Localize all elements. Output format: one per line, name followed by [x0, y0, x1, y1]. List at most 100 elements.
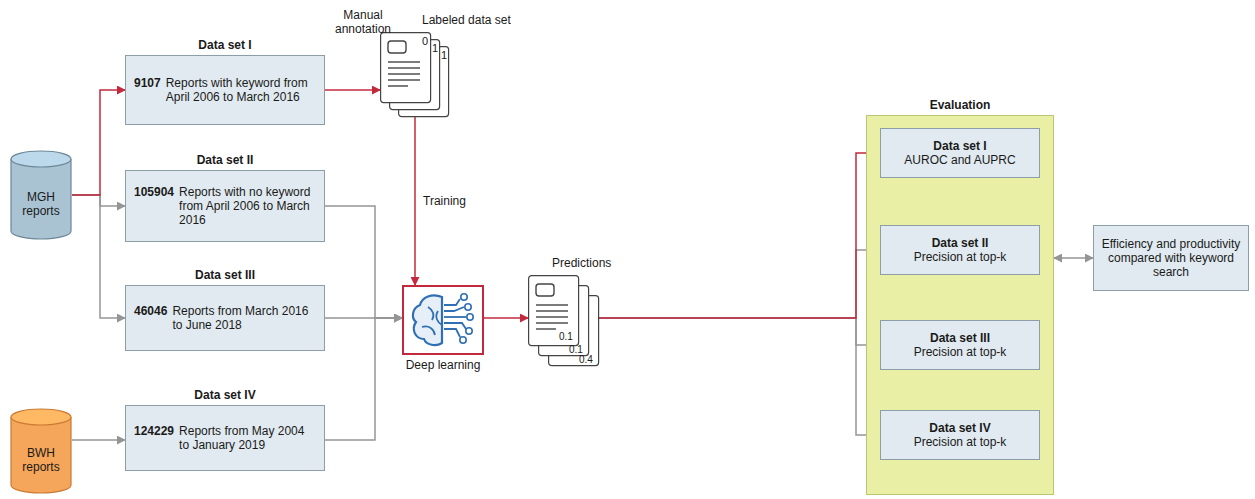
- evaluation-box: Data set IIPrecision at top-k: [880, 225, 1040, 275]
- flow-arrow: [325, 206, 402, 318]
- page-line: [536, 304, 568, 305]
- score-label: 0.1: [559, 331, 573, 343]
- document-page: [381, 33, 431, 103]
- flow-arrow: [598, 153, 880, 318]
- page-line: [536, 310, 568, 311]
- document-page: [529, 276, 579, 346]
- page-figure: [536, 284, 554, 296]
- text-row: 105904Reports with no keyword from April…: [134, 185, 316, 227]
- database-cylinder: BWH reports: [10, 408, 72, 494]
- page-outline: [381, 33, 431, 103]
- cylinder-body: [11, 417, 71, 493]
- brain-fold: [422, 326, 435, 335]
- data-set-box: Data set IV124229Reports from May 2004 t…: [125, 405, 325, 471]
- circuit-node: [466, 328, 472, 334]
- database-cylinder: MGH reports: [10, 150, 72, 240]
- node-text: Reports from March 2016 to June 2018: [172, 304, 316, 332]
- brain-fold: [436, 311, 442, 325]
- flow-arrow: [325, 89, 380, 91]
- page-line: [536, 322, 568, 323]
- node-text: Data set I: [933, 139, 986, 153]
- cylinder-body: [11, 159, 71, 239]
- circuit-node: [467, 314, 473, 320]
- flow-arrow: [325, 318, 402, 440]
- outcome-box: Efficiency and productivity compared wit…: [1093, 225, 1249, 291]
- node-text: Reports from May 2004 to January 2019: [179, 424, 316, 452]
- model-box: Deep learning: [402, 285, 484, 355]
- evaluation-box: Data set IIIPrecision at top-k: [880, 320, 1040, 370]
- data-set-box: Data set II105904Reports with no keyword…: [125, 170, 325, 242]
- circuit-trace: [444, 329, 460, 337]
- node-text: MGH reports: [12, 190, 70, 218]
- score-label: 1: [441, 49, 447, 62]
- count-number: 105904: [134, 185, 174, 199]
- brain-half: [413, 295, 442, 345]
- brain-circuit-icon: [404, 287, 482, 353]
- flow-arrow: [598, 318, 880, 345]
- node-text: Data set III: [930, 331, 990, 345]
- flow-arrow: [414, 116, 416, 285]
- score-label: 0.4: [579, 354, 593, 366]
- circuit-trace: [444, 299, 460, 305]
- node-text: Precision at top-k: [914, 345, 1007, 359]
- step-label: Manual annotation: [328, 8, 398, 36]
- node-text: BWH reports: [12, 446, 70, 474]
- circuit-node: [460, 337, 466, 343]
- page-line: [388, 73, 420, 74]
- evaluation-box: Data set IAUROC and AUPRC: [880, 128, 1040, 178]
- cylinder-top: [11, 151, 71, 167]
- document-icons: [528, 275, 598, 365]
- document-stack: Predictions: [528, 275, 598, 365]
- text-row: 124229 Reports from May 2004 to January 2…: [134, 424, 316, 452]
- heading-text: Data set IV: [194, 388, 255, 402]
- page-line: [388, 61, 420, 62]
- evaluation-box: Data set IVPrecision at top-k: [880, 410, 1040, 460]
- circuit-trace: [444, 316, 466, 318]
- brain-fold: [428, 307, 433, 320]
- data-set-box: Data set III46046Reports from March 2016…: [125, 285, 325, 351]
- evaluation-panel: EvaluationData set IAUROC and AUPRCData …: [866, 115, 1054, 495]
- heading-text: Labeled data set: [422, 13, 511, 27]
- count-number: 124229: [134, 424, 174, 438]
- page-figure: [388, 41, 406, 53]
- score-label: 1: [432, 42, 438, 55]
- page-line: [536, 316, 568, 317]
- node-text: Reports with keyword from April 2006 to …: [166, 76, 316, 104]
- page-outline: [529, 276, 579, 346]
- text-row: 9107 Reports with keyword from April 2006…: [134, 76, 316, 104]
- node-text: Data set II: [932, 236, 989, 250]
- page-line: [388, 85, 408, 86]
- page-line: [388, 67, 420, 68]
- flow-arrow: [598, 318, 880, 435]
- edge-label: Training: [421, 194, 468, 208]
- flow-arrow: [1054, 257, 1093, 259]
- node-text: Precision at top-k: [914, 435, 1007, 449]
- node-text: Data set IV: [929, 421, 990, 435]
- heading-text: Data set II: [197, 153, 254, 167]
- cylinder-top: [11, 409, 71, 425]
- score-label: 0: [422, 35, 428, 48]
- flow-arrow: [598, 250, 880, 318]
- flow-arrow: [72, 195, 125, 318]
- count-number: 9107: [134, 76, 161, 90]
- circuit-trace: [444, 323, 466, 329]
- node-text: AUROC and AUPRC: [904, 153, 1015, 167]
- flow-arrow: [72, 195, 125, 206]
- page-line: [388, 79, 420, 80]
- heading-text: Predictions: [552, 256, 611, 270]
- data-set-box: Data set I9107Reports with keyword from …: [125, 55, 325, 125]
- node-text: Efficiency and productivity compared wit…: [1100, 237, 1242, 279]
- heading-text: Data set I: [198, 38, 251, 52]
- heading-text: Data set III: [195, 268, 255, 282]
- text-row: 46046Reports from March 2016 to June 201…: [134, 304, 316, 332]
- flow-arrow: [72, 439, 125, 441]
- flow-arrow: [72, 90, 125, 195]
- circuit-trace: [444, 307, 464, 311]
- page-line: [536, 328, 556, 329]
- heading-text: Evaluation: [930, 98, 991, 112]
- circuit-node: [461, 294, 467, 300]
- circuit-node: [465, 304, 471, 310]
- node-text: Precision at top-k: [914, 250, 1007, 264]
- flow-arrow: [484, 317, 528, 319]
